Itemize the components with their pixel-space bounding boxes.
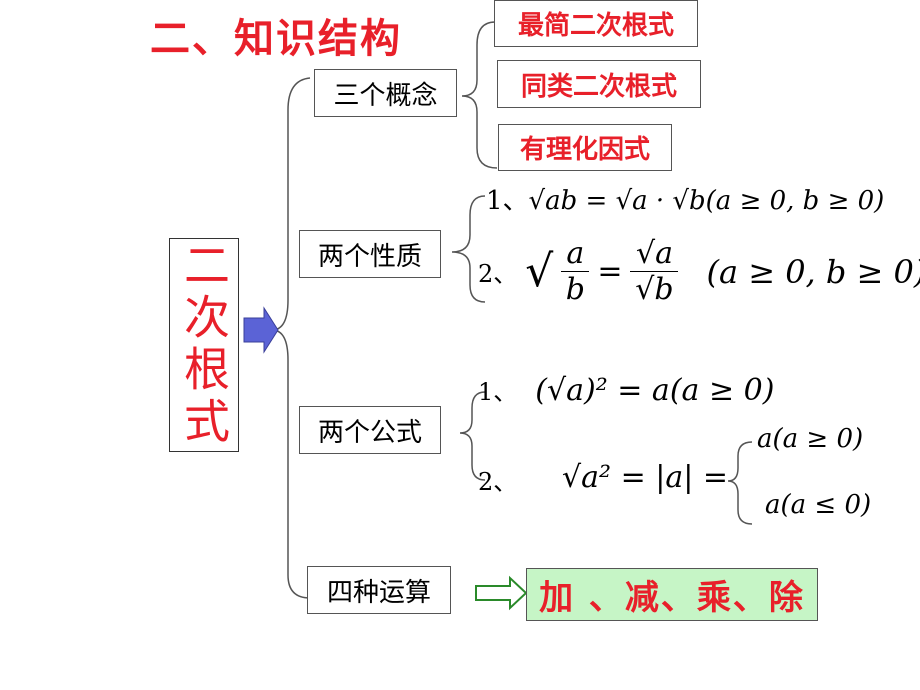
category-concepts: 三个概念 xyxy=(314,69,457,117)
root-arrow xyxy=(243,306,279,354)
property-1-cond: (a ≥ 0, b ≥ 0) xyxy=(705,186,885,216)
category-formulas: 两个公式 xyxy=(299,406,441,454)
main-brace xyxy=(271,77,311,599)
property-1: 1、√ab = √a · √b(a ≥ 0, b ≥ 0) xyxy=(486,180,884,217)
concept-rationalizing-factor: 有理化因式 xyxy=(498,124,672,171)
formula-2-index: 2、 xyxy=(478,468,518,496)
concept-like-radicals: 同类二次根式 xyxy=(497,60,701,108)
property-1-index: 1、 xyxy=(486,186,529,216)
property-2-num: a xyxy=(566,236,585,271)
page-title: 二、知识结构 xyxy=(150,16,402,62)
property-2-rhs-num: √a xyxy=(635,236,673,271)
formula-1-expr: (√a)² = a(a ≥ 0) xyxy=(535,373,775,408)
piecewise-brace xyxy=(727,441,753,525)
concept-label: 同类二次根式 xyxy=(520,71,677,102)
root-label: 二次根式 xyxy=(177,241,231,449)
formula-1: 1、 (√a)² = a(a ≥ 0) xyxy=(478,372,774,408)
operations-box: 加 、减、乘、除 xyxy=(526,568,818,621)
property-1-expr: √ab = √a · √b xyxy=(528,186,706,216)
root-box: 二次根式 xyxy=(169,238,239,452)
formula-1-index: 1、 xyxy=(478,378,518,406)
property-2-den: b xyxy=(565,272,585,307)
operations-label: 加 、减、乘、除 xyxy=(539,578,805,618)
formula-2-case-1: a(a ≥ 0) xyxy=(757,424,864,454)
category-label: 两个性质 xyxy=(317,241,422,272)
concept-label: 最简二次根式 xyxy=(517,11,674,41)
category-label: 四种运算 xyxy=(326,577,431,608)
property-2-index: 2、 xyxy=(478,260,518,288)
category-label: 两个公式 xyxy=(317,417,422,448)
property-brace xyxy=(451,195,486,303)
category-properties: 两个性质 xyxy=(299,230,441,278)
formula-brace xyxy=(459,391,486,481)
formula-2-expr: √a² = |a| = xyxy=(562,460,729,495)
ops-arrow xyxy=(475,575,528,611)
category-label: 三个概念 xyxy=(333,80,438,111)
concept-brace xyxy=(461,21,498,169)
property-2-cond: (a ≥ 0, b ≥ 0) xyxy=(706,252,920,291)
formula-2-case-2: a(a ≤ 0) xyxy=(765,490,872,520)
property-2: 2、 √ a b = √a √b (a ≥ 0, b ≥ 0) xyxy=(478,236,920,307)
concept-simplest-radical: 最简二次根式 xyxy=(494,0,698,47)
property-2-rhs-den: √b xyxy=(635,272,674,307)
category-operations: 四种运算 xyxy=(307,566,451,614)
concept-label: 有理化因式 xyxy=(519,135,650,165)
